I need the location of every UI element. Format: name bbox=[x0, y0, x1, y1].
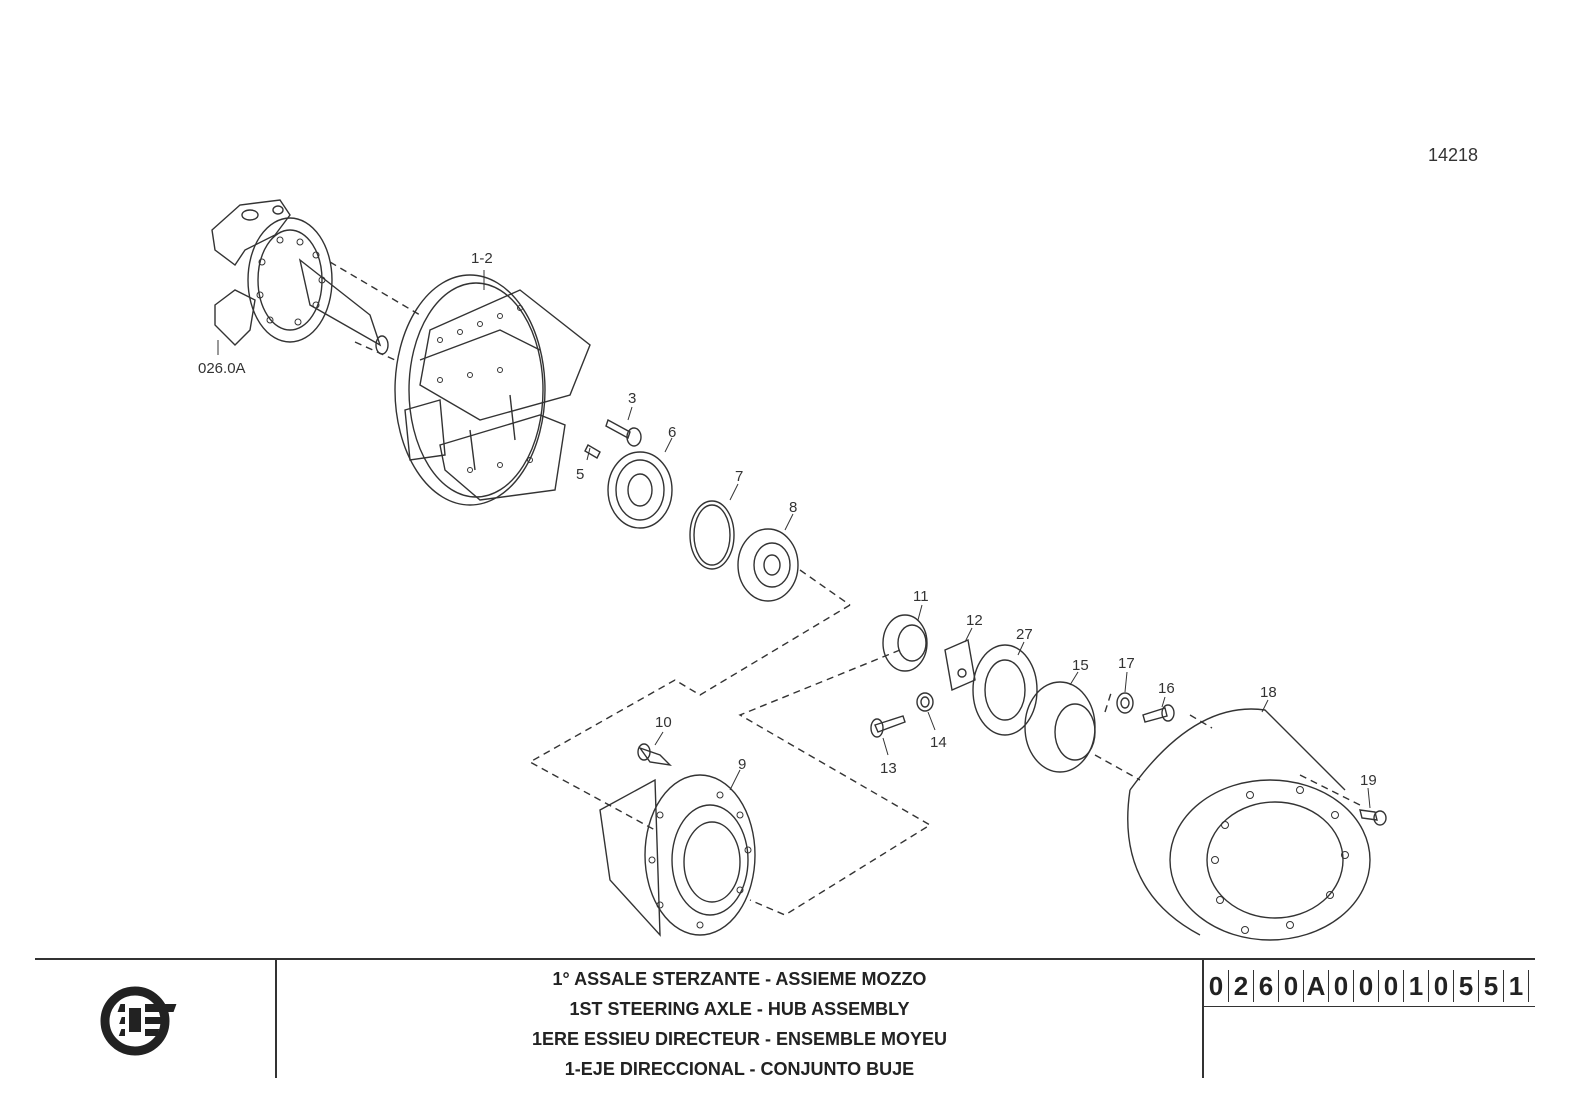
part-code-char: 0 bbox=[1429, 970, 1454, 1002]
bolt-16 bbox=[1142, 704, 1175, 723]
brake-assembly bbox=[394, 274, 591, 506]
title-block: 1° ASSALE STERZANTE - ASSIEME MOZZO 1ST … bbox=[35, 958, 1535, 1079]
bearing-6 bbox=[607, 451, 673, 529]
callout-17: 17 bbox=[1118, 655, 1135, 672]
title-italian: 1° ASSALE STERZANTE - ASSIEME MOZZO bbox=[552, 969, 927, 989]
exploded-parts-drawing bbox=[211, 199, 1387, 941]
callout-27: 27 bbox=[1016, 626, 1033, 643]
part-code-char: A bbox=[1304, 970, 1329, 1002]
title-english: 1ST STEERING AXLE - HUB ASSEMBLY bbox=[569, 999, 910, 1019]
part-code-char: 6 bbox=[1254, 970, 1279, 1002]
title-block-code-rule bbox=[1202, 1006, 1535, 1007]
drawing-number: 14218 bbox=[1428, 145, 1479, 165]
part-code-char: 0 bbox=[1279, 970, 1304, 1002]
bolt-13 bbox=[870, 715, 906, 738]
callout-15: 15 bbox=[1072, 657, 1089, 674]
screw-19 bbox=[1359, 809, 1387, 826]
callout-8: 8 bbox=[789, 499, 798, 516]
steering-knuckle bbox=[211, 199, 389, 355]
company-logo-icon bbox=[100, 986, 177, 1056]
part-code-char: 1 bbox=[1404, 970, 1429, 1002]
callout-12: 12 bbox=[966, 612, 983, 629]
washer-17 bbox=[1116, 692, 1134, 714]
callout-14: 14 bbox=[930, 734, 947, 751]
title-block-divider-left bbox=[275, 958, 277, 1078]
callout-5: 5 bbox=[576, 466, 585, 483]
part-code-char: 0 bbox=[1354, 970, 1379, 1002]
washer-27 bbox=[972, 644, 1038, 736]
callout-16: 16 bbox=[1158, 680, 1175, 697]
callout-19: 19 bbox=[1360, 772, 1377, 789]
title-block-top-rule bbox=[35, 958, 1535, 960]
callout-10: 10 bbox=[655, 714, 672, 731]
part-code-char: 1 bbox=[1504, 970, 1529, 1002]
callout-1-2: 1-2 bbox=[471, 250, 493, 267]
callout-7: 7 bbox=[735, 468, 744, 485]
part-code-char: 5 bbox=[1454, 970, 1479, 1002]
callout-11: 11 bbox=[913, 588, 929, 605]
leader-lines bbox=[217, 270, 1371, 809]
callout-13: 13 bbox=[880, 760, 897, 777]
part-code-char: 0 bbox=[1204, 970, 1229, 1002]
callout-6: 6 bbox=[668, 424, 677, 441]
snap-ring-7 bbox=[689, 500, 735, 570]
part-code-char: 0 bbox=[1379, 970, 1404, 1002]
callout-3: 3 bbox=[628, 390, 637, 407]
part-code-char: 2 bbox=[1229, 970, 1254, 1002]
bolt-3 bbox=[605, 418, 642, 447]
title-lines: 1° ASSALE STERZANTE - ASSIEME MOZZO 1ST … bbox=[277, 964, 1202, 1084]
nut-14 bbox=[916, 692, 934, 712]
brake-drum-18 bbox=[1127, 708, 1371, 941]
part-code-char: 0 bbox=[1329, 970, 1354, 1002]
callout-18: 18 bbox=[1260, 684, 1277, 701]
assembly-dashed-lines bbox=[329, 261, 1361, 916]
callout-9: 9 bbox=[738, 756, 747, 773]
part-code-char: 5 bbox=[1479, 970, 1504, 1002]
wheel-hub-9 bbox=[599, 774, 756, 937]
stud-10 bbox=[637, 743, 672, 767]
title-french: 1ERE ESSIEU DIRECTEUR - ENSEMBLE MOYEU bbox=[531, 1029, 948, 1049]
title-spanish: 1-EJE DIRECCIONAL - CONJUNTO BUJE bbox=[564, 1059, 915, 1079]
hub-cap-15 bbox=[1024, 681, 1096, 773]
pin-5 bbox=[584, 444, 601, 459]
bearing-8 bbox=[737, 528, 799, 602]
callout-026-0a: 026.0A bbox=[198, 360, 246, 377]
seal-11 bbox=[882, 614, 928, 672]
lock-plate-12 bbox=[944, 639, 976, 691]
title-block-divider-right bbox=[1202, 958, 1204, 1078]
